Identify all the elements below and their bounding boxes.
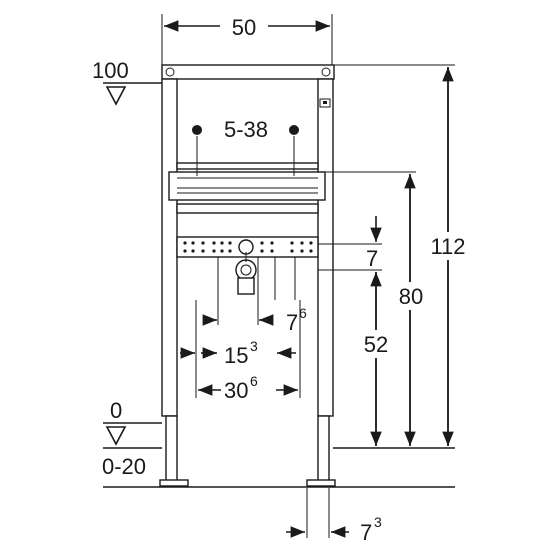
small-gap-label: 7 — [366, 246, 378, 271]
dimension-low: 52 — [356, 272, 396, 446]
dimension-small-gap: 7 — [318, 216, 382, 271]
level-marker-top: 100 — [92, 58, 162, 106]
d3-sup: 6 — [250, 373, 258, 389]
dimension-d2: 15 3 — [180, 338, 296, 368]
width-label: 50 — [232, 15, 256, 40]
d2-sup: 3 — [250, 338, 258, 354]
dimension-total: 112 — [334, 64, 474, 446]
d2-main: 15 — [224, 343, 248, 368]
dimension-d4: 7 3 — [286, 488, 382, 545]
low-height-label: 52 — [364, 332, 388, 357]
level-top-label: 100 — [92, 58, 129, 83]
d3-main: 30 — [224, 378, 248, 403]
hole-spacing: 5-38 — [192, 116, 299, 176]
d1-sup: 6 — [299, 305, 307, 321]
dimension-d1: 7 6 — [202, 305, 307, 335]
d4-main: 7 — [360, 520, 372, 545]
level-marker-zero: 0 0-20 — [102, 398, 162, 479]
level-zero-label: 0 — [110, 398, 122, 423]
total-height-label: 112 — [430, 234, 465, 259]
d4-sup: 3 — [374, 514, 382, 530]
mid-height-label: 80 — [399, 284, 423, 309]
dimension-d3: 30 6 — [198, 373, 298, 403]
dimension-width: 50 — [161, 10, 333, 68]
hole-spacing-label: 5-38 — [224, 117, 268, 142]
d1-main: 7 — [286, 310, 298, 335]
level-adjust-label: 0-20 — [102, 454, 146, 479]
fittings — [183, 239, 313, 398]
dimension-mid: 80 — [325, 171, 430, 446]
